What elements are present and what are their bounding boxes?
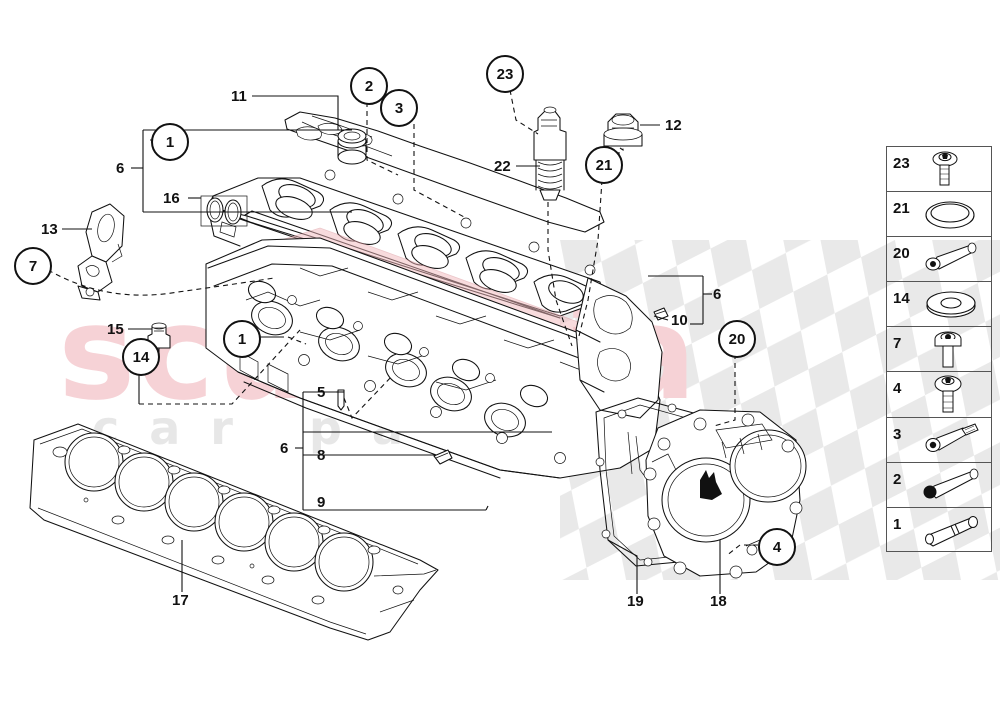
label-11: 11 <box>231 88 247 105</box>
flat-washer-icon <box>926 291 976 318</box>
leader-lines <box>47 89 758 594</box>
fastener-legend-panel: 23 21 20 <box>886 146 992 552</box>
legend-row-21: 21 <box>887 192 991 238</box>
shoulder-bolt-icon <box>934 331 962 368</box>
callout-20[interactable]: 20 <box>718 320 756 358</box>
callout-label: 4 <box>772 538 782 556</box>
callout-label: 7 <box>28 257 38 275</box>
label-5: 5 <box>317 384 326 401</box>
legend-row-7: 7 <box>887 327 991 373</box>
legend-number: 7 <box>893 335 902 353</box>
callout-label: 1 <box>237 330 247 348</box>
engine-lifting-eye <box>77 203 125 301</box>
label-6-left: 6 <box>116 160 125 177</box>
legend-row-20: 20 <box>887 237 991 283</box>
legend-number: 21 <box>893 200 910 218</box>
callout-label: 14 <box>132 348 150 366</box>
torx-flange-bolt-icon <box>932 151 958 186</box>
label-10: 10 <box>671 312 688 329</box>
callout-label: 1 <box>165 133 175 151</box>
socket-head-bolt-icon <box>925 242 977 271</box>
label-18: 18 <box>710 593 727 610</box>
callout-1-upper[interactable]: 1 <box>151 123 189 161</box>
callout-label: 3 <box>394 99 404 117</box>
cylinder-head-casting <box>205 227 663 479</box>
o-ring-icon <box>925 201 975 229</box>
callout-label: 21 <box>595 156 613 174</box>
label-13: 13 <box>41 221 58 238</box>
legend-row-3: 3 <box>887 418 991 463</box>
callout-label: 20 <box>728 330 746 348</box>
callout-7[interactable]: 7 <box>14 247 52 285</box>
legend-row-4: 4 <box>887 372 991 418</box>
label-22: 22 <box>494 158 511 175</box>
legend-number: 1 <box>893 515 902 533</box>
label-17: 17 <box>172 592 189 609</box>
label-6-center: 6 <box>280 440 289 457</box>
legend-row-1: 1 <box>887 508 991 553</box>
callout-21[interactable]: 21 <box>585 146 623 184</box>
legend-number: 20 <box>893 245 910 263</box>
label-12: 12 <box>665 117 682 134</box>
legend-number: 2 <box>893 470 902 488</box>
label-19: 19 <box>627 593 644 610</box>
oil-filler-cap <box>603 113 643 147</box>
legend-number: 3 <box>893 425 902 443</box>
torx-pan-bolt-icon <box>934 375 962 413</box>
callout-4[interactable]: 4 <box>758 528 796 566</box>
legend-number: 23 <box>893 155 910 172</box>
label-9: 9 <box>317 494 326 511</box>
legend-row-2: 2 <box>887 463 991 508</box>
long-hex-bolt-icon <box>923 468 979 499</box>
camshaft-adjuster-solenoid-valve <box>533 106 567 201</box>
cylinder-head-gasket <box>29 423 439 641</box>
legend-number: 4 <box>893 380 902 398</box>
callout-3[interactable]: 3 <box>380 89 418 127</box>
callout-label: 2 <box>364 77 374 95</box>
hex-socket-stud-bolt-icon <box>925 422 979 452</box>
callout-label: 23 <box>496 65 514 83</box>
legend-number: 14 <box>893 290 910 308</box>
label-15: 15 <box>107 321 124 338</box>
callout-23[interactable]: 23 <box>486 55 524 93</box>
callout-1-lower[interactable]: 1 <box>223 320 261 358</box>
legend-row-14: 14 <box>887 282 991 328</box>
dowel-pin-icon <box>925 515 978 547</box>
label-16: 16 <box>163 190 180 207</box>
label-8: 8 <box>317 447 326 464</box>
callout-14[interactable]: 14 <box>122 338 160 376</box>
legend-row-23: 23 <box>887 147 991 193</box>
label-6-right: 6 <box>713 286 722 303</box>
